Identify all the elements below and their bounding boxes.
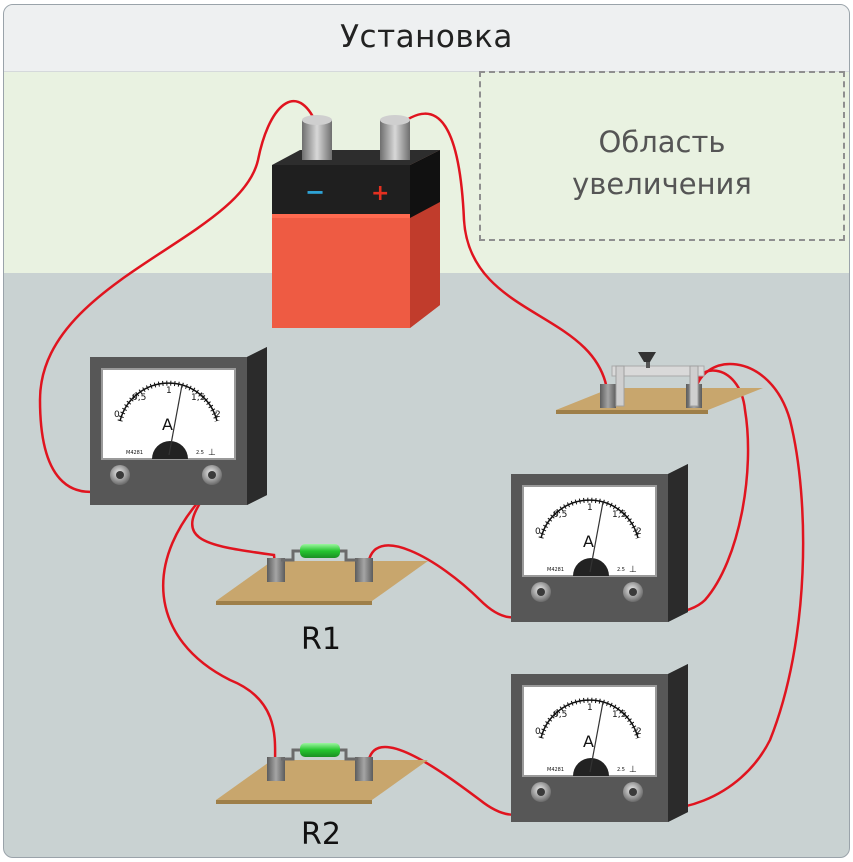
ammeter-3[interactable]: A 0 0,5 1 1,5 2 М4281 2.5 ⊥ [511, 664, 688, 822]
ammeter-2-unit: A [583, 532, 594, 551]
minus-label: − [305, 178, 325, 206]
ammeter-1-tick-0: 0 [114, 410, 120, 420]
wire-battery-plus-to-key [394, 112, 610, 398]
ammeter-3-unit: A [583, 732, 594, 751]
ammeter-3-tick-2: 2 [636, 727, 642, 737]
zoom-label-line2: увеличения [572, 167, 752, 201]
r2-label: R2 [301, 817, 341, 852]
resistor-r2[interactable] [216, 743, 428, 804]
header: Установка [4, 5, 849, 72]
ammeter-1-tick-1: 1 [166, 386, 172, 396]
switch[interactable] [556, 352, 763, 414]
ammeter-1[interactable]: A 0 0,5 1 1,5 2 М4281 2.5 ⊥ [90, 347, 267, 505]
wire-key-to-meter3 [628, 362, 805, 811]
resistor-r1[interactable] [216, 544, 428, 605]
ammeter-2-tick-1: 1 [587, 503, 593, 513]
ammeter-1-unit: A [162, 415, 173, 434]
ammeter-2-symbol: ⊥ [629, 565, 637, 575]
ammeter-2-tick-0: 0 [535, 527, 541, 537]
ammeter-3-tick-05: 0,5 [553, 710, 567, 720]
ammeter-3-tick-0: 0 [535, 727, 541, 737]
battery[interactable]: − + [272, 115, 440, 328]
zoom-label-line1: Область [598, 125, 726, 159]
wire-battery-minus-to-meter [38, 99, 320, 494]
ammeter-3-class: 2.5 [617, 767, 625, 773]
ammeter-2-class: 2.5 [617, 567, 625, 573]
ammeter-2[interactable]: A 0 0,5 1 1,5 2 М4281 2.5 ⊥ [511, 464, 688, 622]
ammeter-3-mark: М4281 [547, 767, 564, 773]
zoom-area-label: Область увеличения [481, 121, 843, 205]
ammeter-1-tick-15: 1,5 [191, 393, 205, 403]
ammeter-3-tick-15: 1,5 [612, 710, 626, 720]
ammeter-1-symbol: ⊥ [208, 448, 216, 458]
page-title: Установка [340, 19, 513, 55]
ammeter-1-mark: М4281 [126, 450, 143, 456]
ammeter-1-tick-05: 0,5 [132, 393, 146, 403]
r1-label: R1 [301, 622, 341, 657]
wire-meter-to-r2 [162, 487, 277, 767]
ammeter-3-tick-1: 1 [587, 703, 593, 713]
zoom-area[interactable]: Область увеличения [479, 71, 845, 241]
ammeter-2-tick-2: 2 [636, 527, 642, 537]
ammeter-2-tick-05: 0,5 [553, 510, 567, 520]
wire-meter-to-r1 [191, 487, 277, 568]
plus-label: + [371, 181, 389, 206]
ammeter-1-class: 2.5 [196, 450, 204, 456]
wires [38, 99, 805, 816]
ammeter-1-tick-2: 2 [215, 410, 221, 420]
ammeter-2-mark: М4281 [547, 567, 564, 573]
ammeter-2-tick-15: 1,5 [612, 510, 626, 520]
ammeter-3-symbol: ⊥ [629, 765, 637, 775]
